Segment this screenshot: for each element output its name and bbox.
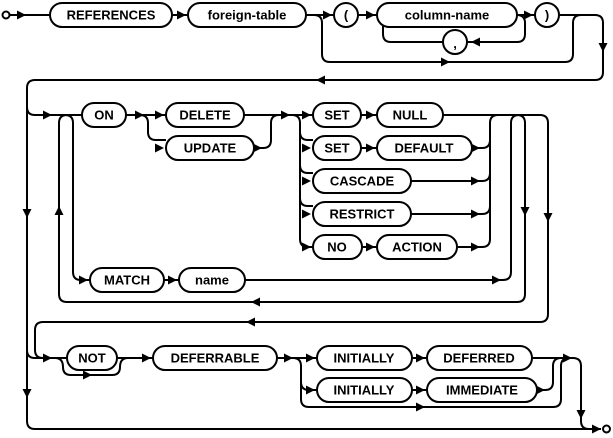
line-match-branch <box>64 114 90 281</box>
keyword-label: IMMEDIATE <box>446 383 518 398</box>
keyword-pill <box>66 345 118 371</box>
nonterminal-pill <box>376 2 518 28</box>
keyword-pill <box>49 2 173 28</box>
line-end-drop <box>532 357 601 430</box>
node-references: REFERENCES <box>49 2 173 28</box>
keyword-label: CASCADE <box>330 174 395 189</box>
line-row1-wrap <box>26 14 604 89</box>
node-action: ACTION <box>376 234 458 260</box>
node-set-2: SET <box>312 135 362 161</box>
punct-label: ( <box>344 8 349 23</box>
punct-label: ) <box>545 8 549 23</box>
keyword-pill <box>165 135 255 161</box>
nonterminal-label: foreign-table <box>208 8 287 23</box>
keyword-pill <box>89 267 165 293</box>
line-loop-entry <box>26 106 82 116</box>
node-no: NO <box>312 234 363 260</box>
keyword-pill <box>316 345 413 371</box>
keyword-label: DEFERRABLE <box>171 351 260 366</box>
keyword-pill <box>152 345 278 371</box>
keyword-label: NO <box>327 240 347 255</box>
keyword-label: MATCH <box>104 273 150 288</box>
node-close-paren: ) <box>534 2 560 28</box>
node-default: DEFAULT <box>376 135 473 161</box>
keyword-label: RESTRICT <box>330 207 395 222</box>
nonterminal-pill <box>187 2 307 28</box>
node-foreign-table: foreign-table <box>187 2 307 28</box>
punct-label: , <box>453 36 457 51</box>
keyword-pill <box>376 102 444 128</box>
node-not: NOT <box>66 345 118 371</box>
keyword-label: NULL <box>393 108 428 123</box>
keyword-pill <box>312 168 412 194</box>
node-match: MATCH <box>89 267 165 293</box>
nonterminal-label: name <box>195 273 229 288</box>
node-null: NULL <box>376 102 444 128</box>
node-immediate: IMMEDIATE <box>426 377 538 403</box>
line-action-merges <box>411 114 499 248</box>
keyword-label: UPDATE <box>184 141 237 156</box>
line-left-spine <box>26 88 591 430</box>
arrowheads <box>17 10 608 434</box>
line-deferrable-entry <box>26 349 67 359</box>
line-action-branch <box>291 114 313 248</box>
node-delete: DELETE <box>165 102 245 128</box>
keyword-label: INITIALLY <box>334 383 395 398</box>
node-deferrable: DEFERRABLE <box>152 345 278 371</box>
keyword-label: NOT <box>78 351 106 366</box>
keyword-pill <box>312 201 412 227</box>
line-loop-return <box>58 114 526 303</box>
line-initially2-branch <box>292 357 317 391</box>
keyword-label: SET <box>324 108 349 123</box>
end-terminal-dot <box>602 424 611 434</box>
keyword-pill <box>165 102 245 128</box>
punct-circle <box>442 29 468 55</box>
keyword-pill <box>81 102 127 128</box>
keyword-pill <box>312 135 362 161</box>
node-name: name <box>178 267 246 293</box>
node-restrict: RESTRICT <box>312 201 412 227</box>
keyword-pill <box>426 377 538 403</box>
line-loop-exit <box>34 114 549 359</box>
keyword-pill <box>376 234 458 260</box>
line-on-delete-update <box>126 114 313 149</box>
start-terminal-dot <box>1 10 11 20</box>
keyword-pill <box>376 135 473 161</box>
keyword-pill <box>426 345 533 371</box>
keyword-pill <box>312 102 362 128</box>
node-cascade: CASCADE <box>312 168 412 194</box>
node-column-name: column-name <box>376 2 518 28</box>
line-initially-skip <box>300 357 570 408</box>
node-on: ON <box>81 102 127 128</box>
node-initially-2: INITIALLY <box>316 377 413 403</box>
node-initially-1: INITIALLY <box>316 345 413 371</box>
node-update: UPDATE <box>165 135 255 161</box>
node-comma: , <box>442 29 468 55</box>
keyword-label: DELETE <box>179 108 231 123</box>
node-deferred: DEFERRED <box>426 345 533 371</box>
nonterminal-pill <box>178 267 246 293</box>
punct-circle <box>333 2 359 28</box>
keyword-label: ACTION <box>392 240 442 255</box>
keyword-label: SET <box>324 141 349 156</box>
keyword-label: INITIALLY <box>334 351 395 366</box>
keyword-label: DEFAULT <box>395 141 454 156</box>
nonterminal-label: column-name <box>405 8 490 23</box>
keyword-label: DEFERRED <box>443 351 515 366</box>
right-arrow-icons <box>17 10 601 434</box>
line-immediate-merge <box>537 357 562 391</box>
keyword-label: ON <box>94 108 114 123</box>
punct-circle <box>534 2 560 28</box>
up-arrow-icons <box>54 206 64 215</box>
keyword-pill <box>316 377 413 403</box>
node-open-paren: ( <box>333 2 359 28</box>
keyword-pill <box>312 234 363 260</box>
node-set-1: SET <box>312 102 362 128</box>
keyword-label: REFERENCES <box>67 8 156 23</box>
